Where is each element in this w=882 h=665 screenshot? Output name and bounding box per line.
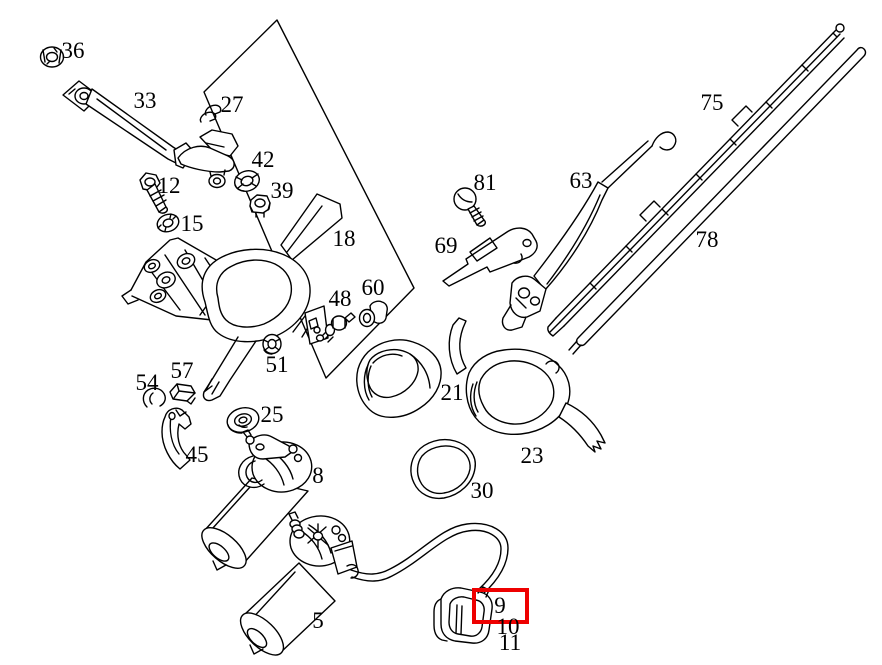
nut-39-drawing <box>249 194 271 218</box>
washer-25-drawing <box>226 406 260 434</box>
part-label-36[interactable]: 36 <box>62 38 85 63</box>
part-label-63[interactable]: 63 <box>570 168 593 193</box>
wiper-arm-63-drawing <box>501 131 677 331</box>
part-label-45[interactable]: 45 <box>186 442 209 467</box>
clip-57-drawing <box>169 383 196 405</box>
screw-81-drawing <box>453 187 487 227</box>
bolt-12-drawing <box>139 172 169 214</box>
part-label-60[interactable]: 60 <box>362 275 385 300</box>
blade-rubber-78-drawing <box>568 46 867 355</box>
part-label-15[interactable]: 15 <box>181 211 204 236</box>
part-label-8[interactable]: 8 <box>312 463 324 488</box>
bracket-45-drawing <box>161 407 192 470</box>
part-label-25[interactable]: 25 <box>261 402 284 427</box>
wiper-linkage-33-drawing <box>62 80 239 189</box>
part-label-75[interactable]: 75 <box>701 90 724 115</box>
part-label-57[interactable]: 57 <box>171 358 194 383</box>
part-label-69[interactable]: 69 <box>435 233 458 258</box>
part-label-21[interactable]: 21 <box>441 380 464 405</box>
part-label-23[interactable]: 23 <box>521 443 544 468</box>
washer-jet-69-drawing <box>442 227 538 287</box>
wiper-motor-8-drawing <box>201 429 313 571</box>
part-label-78[interactable]: 78 <box>696 227 719 252</box>
cover-18-drawing <box>121 193 343 402</box>
fitting-60-drawing <box>358 300 388 328</box>
nut-51-drawing <box>262 333 282 355</box>
fitting-48-drawing <box>315 312 356 343</box>
part-label-33[interactable]: 33 <box>134 88 157 113</box>
part-label-5[interactable]: 5 <box>312 608 324 633</box>
nozzle-23-drawing <box>448 317 606 453</box>
nut-36-drawing <box>39 46 65 68</box>
washer-42-drawing <box>234 170 260 192</box>
gasket-30-drawing <box>410 438 476 500</box>
part-label-30[interactable]: 30 <box>471 478 494 503</box>
part-label-42[interactable]: 42 <box>252 147 275 172</box>
part-labels: 36 33 27 42 12 39 15 18 48 60 51 54 57 45 25 8 5 21 23 30 69… <box>62 38 724 655</box>
clip-54-drawing <box>142 387 166 408</box>
wiper-motor-5-drawing <box>239 511 359 656</box>
part-label-51[interactable]: 51 <box>266 352 289 377</box>
part-label-48[interactable]: 48 <box>329 286 352 311</box>
part-label-54[interactable]: 54 <box>136 370 160 395</box>
part-label-39[interactable]: 39 <box>271 178 294 203</box>
part-label-10[interactable]: 10 <box>497 614 520 639</box>
washer-hose-drawing <box>350 522 509 595</box>
panel-outline <box>203 19 415 379</box>
part-label-11[interactable]: 11 <box>499 630 521 655</box>
part-label-9[interactable]: 9 <box>494 593 506 618</box>
part-label-18[interactable]: 18 <box>333 226 356 251</box>
clip-27-drawing <box>199 104 222 123</box>
highlight-box <box>472 588 529 624</box>
part-label-81[interactable]: 81 <box>474 170 497 195</box>
grommet-15-drawing <box>156 213 180 233</box>
part-label-12[interactable]: 12 <box>158 173 181 198</box>
grommet-9-drawing <box>433 586 493 644</box>
wiper-blade-75-drawing <box>547 23 845 337</box>
nozzle-21-drawing <box>356 339 442 418</box>
part-label-27[interactable]: 27 <box>221 92 244 117</box>
